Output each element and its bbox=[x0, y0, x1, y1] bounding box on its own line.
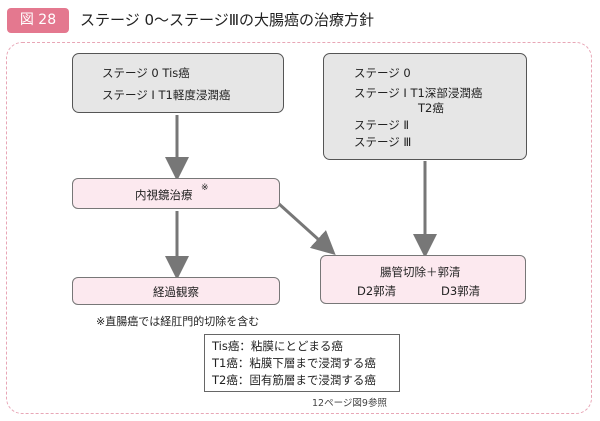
diagram-frame bbox=[6, 42, 592, 414]
endoscopic-treatment-label: 内視鏡治療 bbox=[135, 188, 193, 202]
observation-label: 経過観察 bbox=[153, 285, 199, 299]
legend-row-t1: T1癌：粘膜下層まで浸潤する癌 bbox=[212, 356, 376, 370]
legend-row-tis: Tis癌：粘膜にとどまる癌 bbox=[212, 339, 343, 353]
early-stage-line1: ステージ 0 Tis癌 bbox=[102, 66, 190, 80]
surgery-d2: D2郭清 bbox=[357, 284, 397, 298]
endoscopic-note-mark: ※ bbox=[201, 183, 209, 193]
advanced-stage-line3: T2癌 bbox=[418, 101, 444, 115]
early-stage-line2: ステージ Ⅰ T1軽度浸潤癌 bbox=[102, 88, 231, 102]
advanced-stage-line4: ステージ Ⅱ bbox=[354, 118, 410, 132]
surgery-line1: 腸管切除＋郭清 bbox=[380, 265, 461, 279]
definition-legend: Tis癌：粘膜にとどまる癌 T1癌：粘膜下層まで浸潤する癌 T2癌：固有筋層まで… bbox=[204, 334, 400, 392]
advanced-stage-line2: ステージ Ⅰ T1深部浸潤癌 bbox=[354, 86, 483, 100]
early-stage-box: ステージ 0 Tis癌 ステージ Ⅰ T1軽度浸潤癌 bbox=[72, 53, 284, 113]
footnote: ※直腸癌では経肛門的切除を含む bbox=[96, 315, 260, 328]
advanced-stage-line1: ステージ 0 bbox=[354, 66, 411, 80]
advanced-stage-line5: ステージ Ⅲ bbox=[354, 135, 412, 149]
endoscopic-treatment-box: 内視鏡治療 ※ bbox=[72, 178, 280, 209]
figure-title: ステージ 0〜ステージⅢの大腸癌の治療方針 bbox=[80, 11, 375, 29]
page-reference: 12ページ図9参照 bbox=[312, 398, 387, 409]
arrow-endoscopic-to-surgery bbox=[276, 201, 336, 256]
surgery-d3: D3郭清 bbox=[441, 284, 481, 298]
observation-box: 経過観察 bbox=[72, 277, 280, 305]
figure-label-badge: 図 28 bbox=[7, 8, 69, 33]
advanced-stage-box: ステージ 0 ステージ Ⅰ T1深部浸潤癌 T2癌 ステージ Ⅱ ステージ Ⅲ bbox=[323, 53, 527, 160]
legend-row-t2: T2癌：固有筋層まで浸潤する癌 bbox=[212, 373, 376, 387]
surgery-box: 腸管切除＋郭清 D2郭清 D3郭清 bbox=[320, 255, 526, 304]
